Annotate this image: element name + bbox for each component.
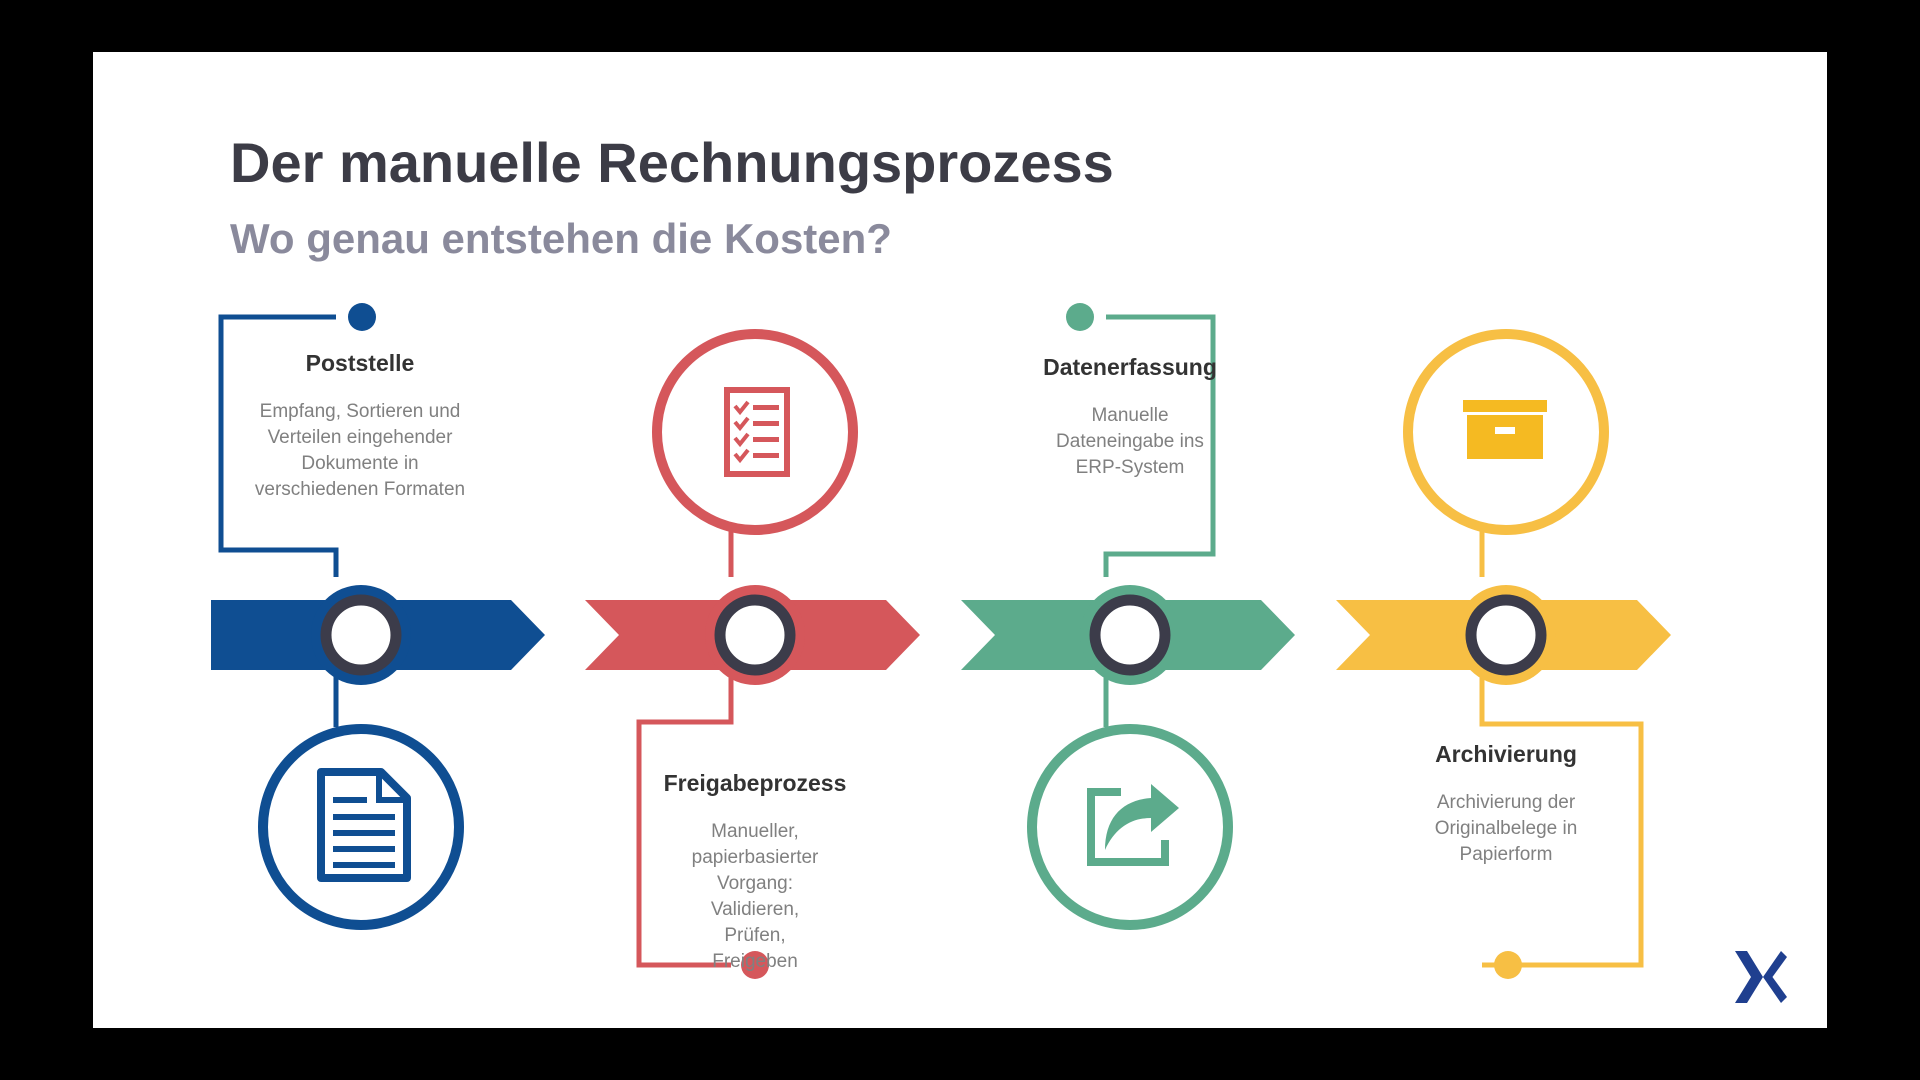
step-node-archivierung	[1456, 585, 1556, 685]
step-description: Manuelle Dateneingabe ins ERP-System	[1056, 405, 1204, 478]
step-datenerfassung: Datenerfassung Manuelle Dateneingabe ins…	[1000, 354, 1260, 481]
step-description: Empfang, Sortieren und Verteilen eingehe…	[254, 401, 466, 500]
slide: Der manuelle Rechnungsprozess Wo genau e…	[93, 52, 1827, 1028]
step-title: Archivierung	[1435, 741, 1577, 767]
poststelle-connector	[218, 314, 339, 577]
archivierung-dot	[1494, 951, 1522, 979]
step-description: Archivierung der Originalbelege in Papie…	[1434, 792, 1578, 865]
freigabe-dot	[741, 951, 769, 979]
step-node-poststelle	[311, 585, 411, 685]
step-node-freigabe	[705, 585, 805, 685]
archivierung-connector	[1479, 667, 1644, 968]
step-title: Datenerfassung	[1043, 354, 1217, 380]
document-icon	[258, 724, 464, 930]
datenerfassung-dot	[1066, 303, 1094, 331]
step-title: Freigabeprozess	[663, 770, 847, 796]
share-arrow-icon	[1027, 724, 1233, 930]
step-archivierung: Archivierung Archivierung der Originalbe…	[1376, 741, 1636, 868]
process-diagram	[211, 303, 1671, 979]
step-title: Poststelle	[305, 350, 415, 376]
step-description: Manueller, papierbasierter Vorgang: Vali…	[691, 821, 819, 972]
archive-box-icon	[1403, 329, 1609, 535]
datenerfassung-connector	[1103, 314, 1216, 577]
step-freigabeprozess: Freigabeprozess Manueller, papierbasiert…	[625, 770, 885, 975]
page-subtitle: Wo genau entstehen die Kosten?	[230, 215, 892, 262]
step-node-datenerfassung	[1080, 585, 1180, 685]
company-x-logo	[1735, 951, 1787, 1003]
poststelle-dot	[348, 303, 376, 331]
step-poststelle: Poststelle Empfang, Sortieren und Vertei…	[230, 350, 490, 503]
checklist-icon	[652, 329, 858, 535]
page-title: Der manuelle Rechnungsprozess	[230, 131, 1114, 194]
freigabe-connector	[636, 667, 734, 968]
